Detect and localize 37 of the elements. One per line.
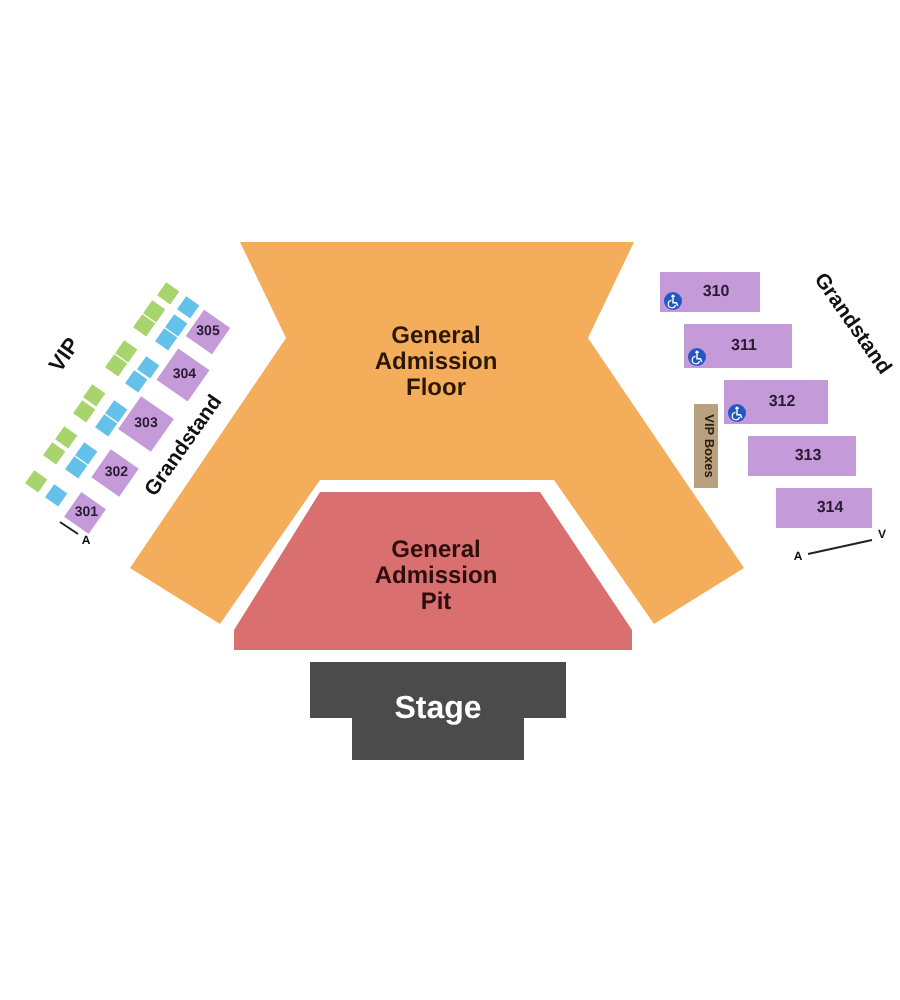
row-block xyxy=(75,442,97,464)
section-number: 310 xyxy=(702,284,730,300)
vip-row-block xyxy=(54,428,75,449)
section-number: 311 xyxy=(731,338,757,354)
row-block xyxy=(154,329,176,351)
seating-section xyxy=(660,272,760,312)
seating-section xyxy=(64,491,107,533)
stage-label: Stage xyxy=(394,694,482,726)
row-block xyxy=(65,457,86,479)
vip-row-block xyxy=(133,315,155,336)
vip-row-block xyxy=(43,442,65,464)
section-number: 312 xyxy=(768,394,796,410)
seating-section xyxy=(748,436,856,476)
vip-row-block xyxy=(83,385,105,407)
row-block xyxy=(105,400,127,422)
stage-area xyxy=(310,662,566,760)
vip-row-block xyxy=(24,470,46,492)
vip-row-block xyxy=(73,400,95,422)
row-block xyxy=(94,415,116,436)
seating-section xyxy=(724,380,828,424)
seating-section xyxy=(185,309,231,355)
vip-boxes-section xyxy=(694,404,718,488)
section-number: 314 xyxy=(816,500,844,516)
row-block xyxy=(125,370,147,392)
row-block xyxy=(177,297,199,319)
seating-section xyxy=(684,324,792,368)
area-label: General Admission Floor xyxy=(372,323,500,401)
seating-section xyxy=(776,488,872,528)
stand-label: VIP xyxy=(46,335,86,377)
vip-row-block xyxy=(143,300,165,322)
row-block xyxy=(45,485,67,507)
pit-area xyxy=(234,492,632,650)
row-block xyxy=(136,356,158,378)
vip-row-block xyxy=(156,282,178,304)
section-number: 313 xyxy=(794,448,822,464)
area-label: General Admission Pit xyxy=(372,537,500,615)
vip-row-block xyxy=(104,355,126,377)
